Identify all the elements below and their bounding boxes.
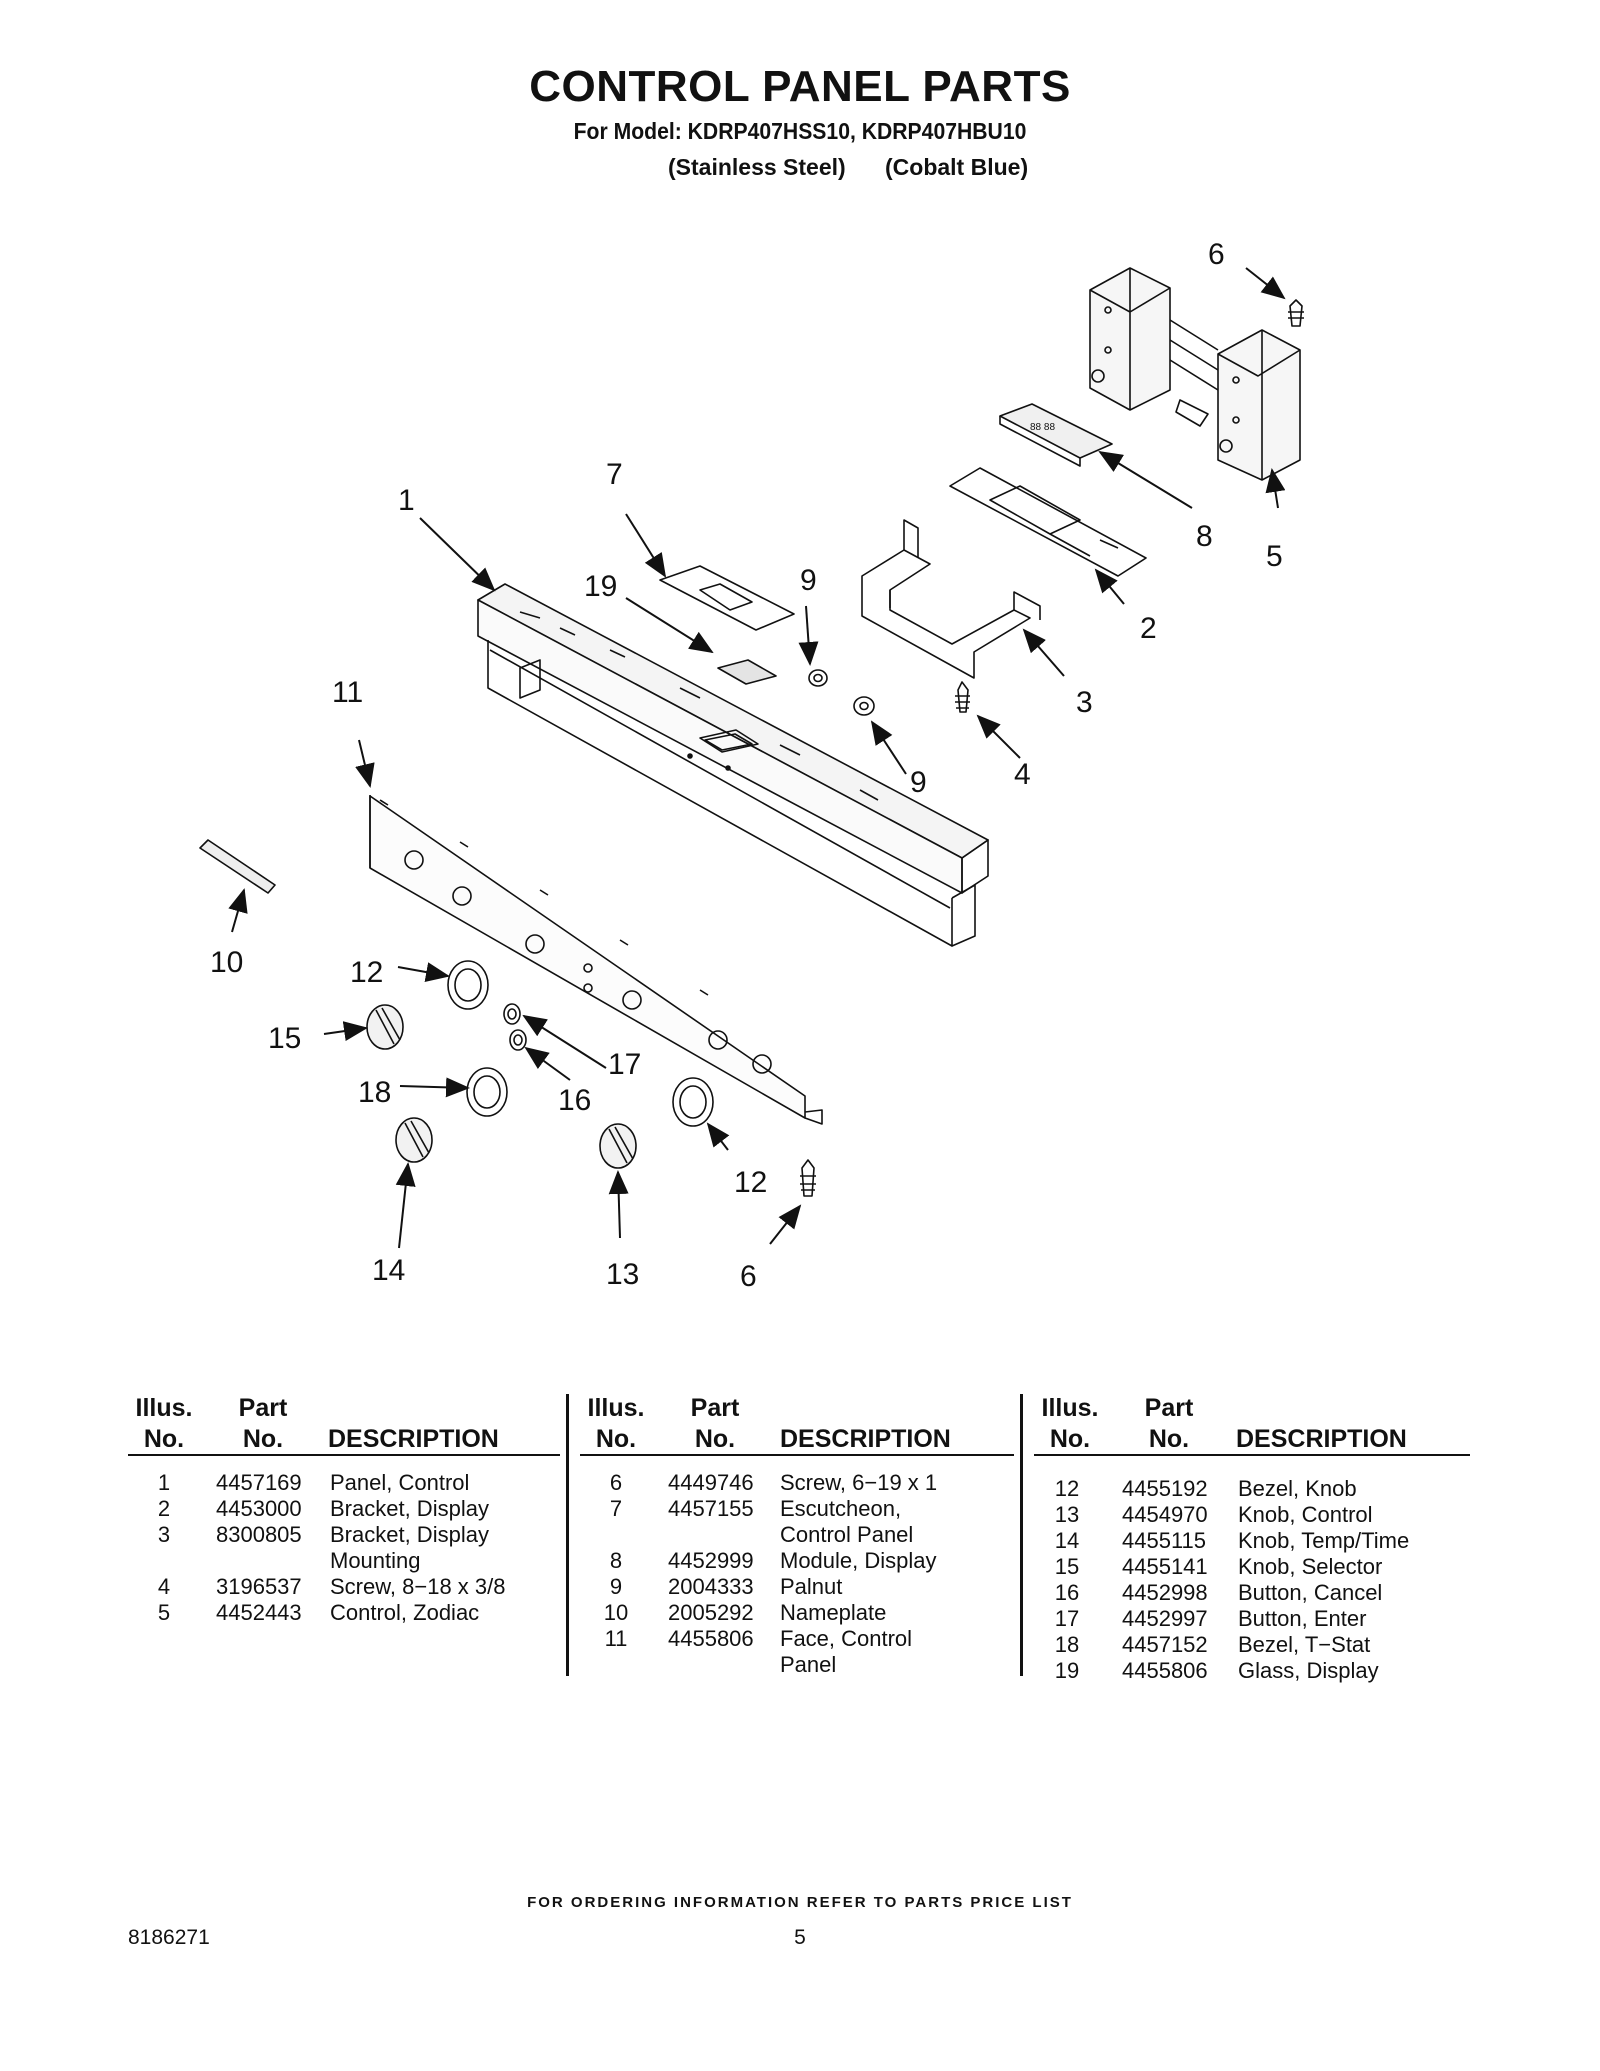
- callout-12-left: 12: [350, 956, 383, 989]
- callout-16: 16: [558, 1084, 591, 1117]
- part-nameplate: [199, 839, 276, 894]
- callout-12-right: 12: [734, 1166, 767, 1199]
- callout-1: 1: [398, 484, 415, 517]
- callout-6-top: 6: [1208, 238, 1225, 271]
- header-part-no: No.: [242, 1425, 284, 1453]
- header-rule: [1034, 1454, 1470, 1456]
- part-screw-6: [800, 299, 1304, 1197]
- header-part: Part: [238, 1394, 288, 1422]
- part-button-cancel: [509, 1029, 527, 1051]
- header-illus-no: No.: [595, 1425, 637, 1453]
- callout-15: 15: [268, 1022, 301, 1055]
- callout-14: 14: [372, 1254, 405, 1287]
- part-screw-4: [955, 681, 970, 713]
- callout-19: 19: [584, 570, 617, 603]
- part-knob-temp-time: [395, 1117, 433, 1163]
- callout-9-bottom: 9: [910, 766, 927, 799]
- callout-17: 17: [608, 1048, 641, 1081]
- header-rule: [580, 1454, 1014, 1456]
- leader-lines: [228, 267, 1286, 1249]
- header-illus: Illus.: [1041, 1394, 1099, 1422]
- page-number: 5: [794, 1926, 806, 1949]
- callout-4: 4: [1014, 758, 1031, 791]
- header-illus: Illus.: [587, 1394, 645, 1422]
- part-bracket-mounting: [861, 519, 1041, 679]
- callout-7: 7: [606, 458, 623, 491]
- header-description: DESCRIPTION: [1236, 1425, 1407, 1453]
- ordering-note: FOR ORDERING INFORMATION REFER TO PARTS …: [527, 1894, 1073, 1911]
- part-knob-control: [599, 1123, 637, 1169]
- callout-9-top: 9: [800, 564, 817, 597]
- header-rule: [128, 1454, 560, 1456]
- header-illus: Illus.: [135, 1394, 193, 1422]
- part-escutcheon: [659, 565, 795, 631]
- part-palnut: [808, 669, 875, 716]
- exploded-parts-diagram: 88 88: [199, 238, 1304, 1293]
- part-control-face: [369, 795, 823, 1125]
- callout-5: 5: [1266, 540, 1283, 573]
- header-part-no: No.: [1148, 1425, 1190, 1453]
- header-description: DESCRIPTION: [328, 1425, 499, 1453]
- callout-2: 2: [1140, 612, 1157, 645]
- callout-3: 3: [1076, 686, 1093, 719]
- variant-cobalt: (Cobalt Blue): [885, 154, 1029, 180]
- part-bezel-knob: [447, 960, 714, 1127]
- part-zodiac-control: [1089, 267, 1301, 481]
- header-illus-no: No.: [143, 1425, 185, 1453]
- header-part: Part: [1144, 1394, 1194, 1422]
- callout-11: 11: [332, 676, 363, 709]
- part-bezel-tstat: [466, 1067, 508, 1117]
- variant-stainless: (Stainless Steel): [668, 154, 846, 180]
- part-knob-selector: [366, 1004, 404, 1050]
- part-button-enter: [503, 1003, 521, 1025]
- callout-13: 13: [606, 1258, 639, 1291]
- header-illus-no: No.: [1049, 1425, 1091, 1453]
- document-number: 8186271: [128, 1926, 210, 1949]
- column-divider: [566, 1394, 569, 1676]
- header-description: DESCRIPTION: [780, 1425, 951, 1453]
- page-title: CONTROL PANEL PARTS: [529, 62, 1071, 111]
- column-divider: [1020, 1394, 1023, 1676]
- header-part-no: No.: [694, 1425, 736, 1453]
- callout-8: 8: [1196, 520, 1213, 553]
- header-part: Part: [690, 1394, 740, 1422]
- part-display-glass: [717, 659, 777, 685]
- callout-10: 10: [210, 946, 243, 979]
- part-display-module: 88 88: [999, 403, 1113, 467]
- callout-6-bottom: 6: [740, 1260, 757, 1293]
- part-bracket-display: [949, 467, 1147, 577]
- part-control-panel: [477, 583, 989, 947]
- callout-18: 18: [358, 1076, 391, 1109]
- model-line: For Model: KDRP407HSS10, KDRP407HBU10: [573, 118, 1027, 144]
- display-digits: 88 88: [1030, 422, 1055, 433]
